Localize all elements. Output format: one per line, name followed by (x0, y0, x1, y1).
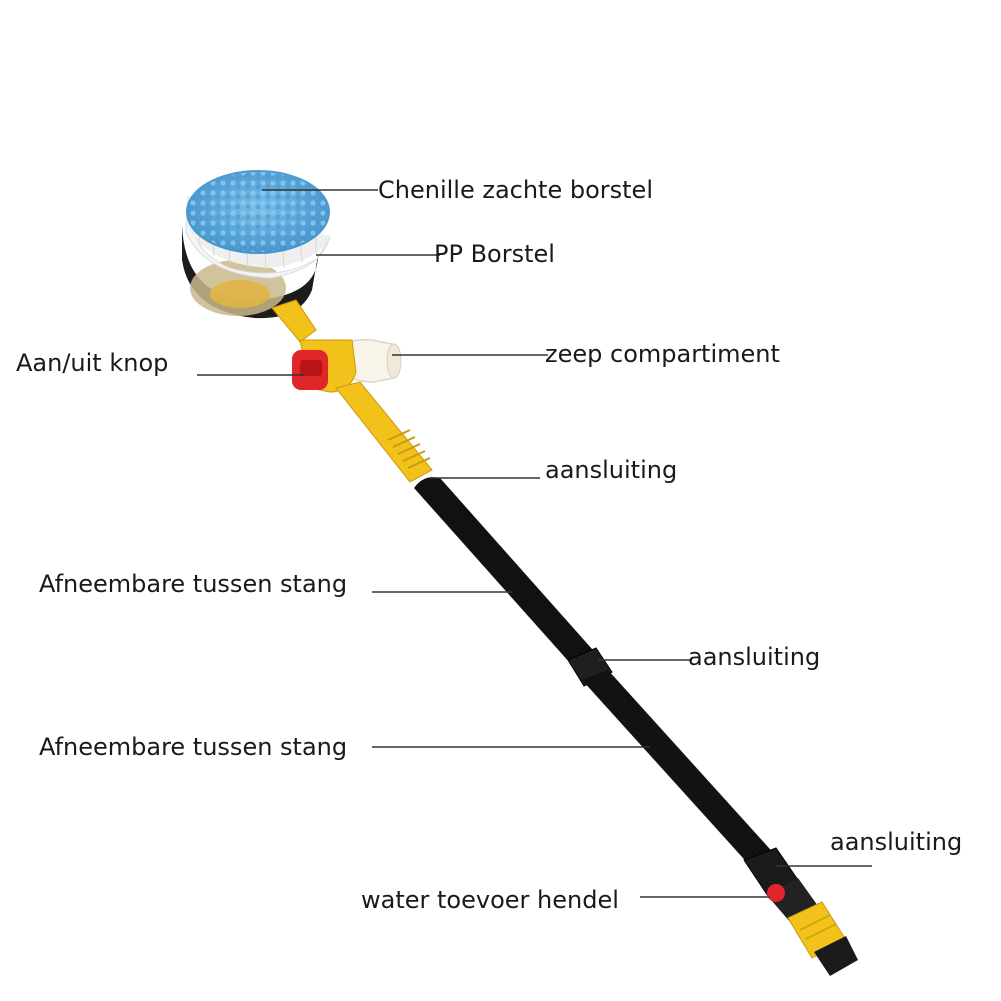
label-chenille-brush: Chenille zachte borstel (378, 176, 653, 204)
rod-assembly (414, 477, 799, 897)
water-coupling (766, 878, 858, 976)
yellow-neck (271, 299, 433, 483)
on-off-knob (292, 350, 328, 390)
leader-lines (197, 189, 872, 898)
brush-head (182, 170, 331, 319)
label-soap-compartment: zeep compartiment (545, 340, 780, 368)
rod-lower (582, 670, 778, 868)
label-water-lever: water toevoer hendel (361, 886, 619, 914)
label-removable-rod-1: Afneembare tussen stang (39, 570, 348, 598)
label-connection-1: aansluiting (545, 456, 678, 484)
rod-upper (414, 477, 600, 672)
label-connection-3: aansluiting (830, 828, 963, 856)
label-pp-brush: PP Borstel (434, 240, 555, 268)
label-on-off-button: Aan/uit knop (16, 349, 169, 377)
label-connection-2: aansluiting (688, 643, 821, 671)
pp-bristles (185, 195, 331, 279)
water-lever-red (767, 884, 785, 902)
label-removable-rod-2: Afneembare tussen stang (39, 733, 348, 761)
